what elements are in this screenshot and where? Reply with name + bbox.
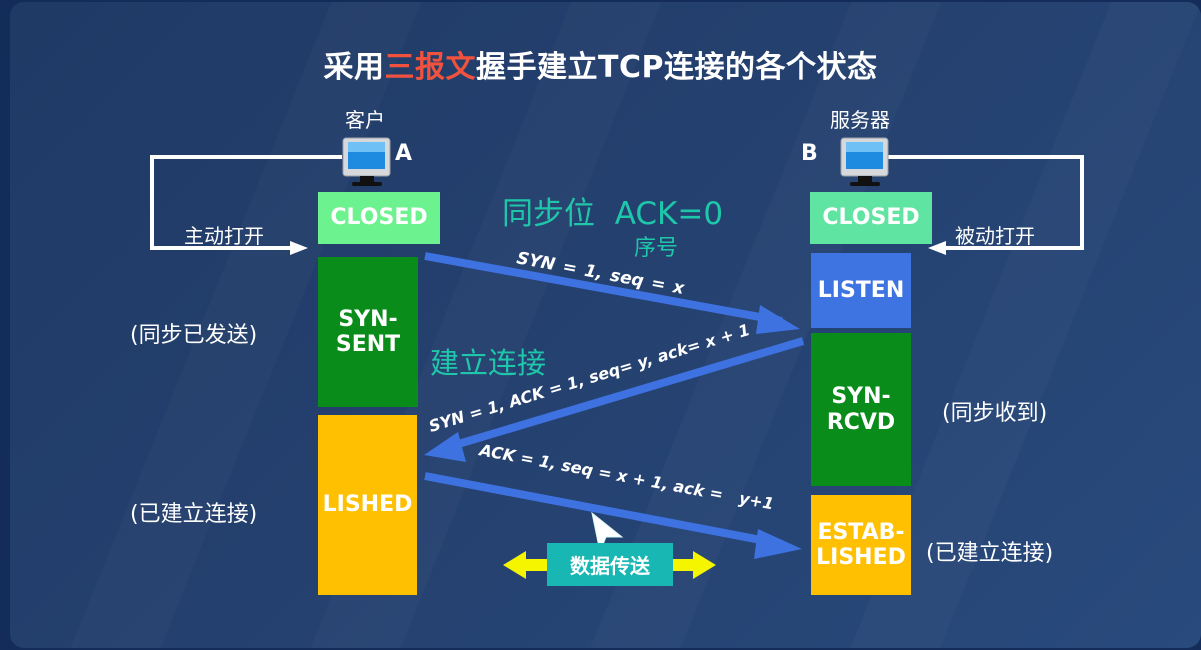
server-state-established: ESTAB- LISHED: [811, 495, 911, 595]
client-state-established: LISHED: [318, 415, 417, 595]
sync-bit-annotation: 同步位 ACK=0: [502, 196, 724, 232]
server-label: 服务器: [830, 108, 890, 132]
server-note-established: (已建立连接): [926, 541, 1054, 566]
title-highlight: 三报文: [384, 50, 477, 85]
passive-open-arrowhead: [928, 241, 946, 255]
slide-panel: [10, 2, 1201, 648]
server-letter: B: [801, 141, 818, 166]
passive-open-line: [887, 155, 1084, 250]
data-transfer-label: 数据传送: [547, 543, 673, 586]
syn-arrowhead: [756, 305, 800, 334]
syn-arrow-line: [424, 252, 783, 325]
data-transfer-left-arrow: [503, 551, 549, 579]
passive-open-label: 被动打开: [955, 224, 1035, 248]
title-prefix: 采用: [323, 50, 385, 85]
ack-arrow-line: [424, 472, 783, 548]
syn-ack-arrow-line: [443, 337, 805, 452]
server-state-listen: LISTEN: [811, 253, 911, 328]
client-label: 客户: [345, 108, 385, 132]
slide-title: 采用三报文握手建立TCP连接的各个状态: [0, 42, 1201, 86]
client-note-syn-sent: (同步已发送): [130, 323, 258, 348]
client-computer-icon: [342, 137, 391, 186]
seq-no-annotation: 序号: [634, 236, 679, 261]
establish-annotation: 建立连接: [430, 346, 547, 380]
client-state-closed: CLOSED: [318, 192, 440, 244]
data-transfer-right-arrow: [671, 551, 716, 579]
title-suffix: 握手建立TCP连接的各个状态: [476, 50, 878, 85]
mouse-cursor-icon: [591, 511, 624, 554]
active-open-line: [150, 155, 342, 250]
server-state-syn-rcvd: SYN- RCVD: [811, 333, 911, 486]
ack-arrowhead: [754, 529, 802, 559]
active-open-label: 主动打开: [184, 224, 264, 248]
server-note-syn-rcvd: (同步收到): [942, 401, 1048, 426]
syn-ack-arrowhead: [424, 432, 466, 462]
client-state-syn-sent: SYN- SENT: [318, 257, 418, 407]
server-state-closed: CLOSED: [810, 192, 932, 244]
active-open-arrowhead: [290, 241, 308, 255]
client-letter: A: [395, 141, 413, 166]
server-computer-icon: [840, 137, 889, 186]
client-note-established: (已建立连接): [130, 502, 258, 527]
